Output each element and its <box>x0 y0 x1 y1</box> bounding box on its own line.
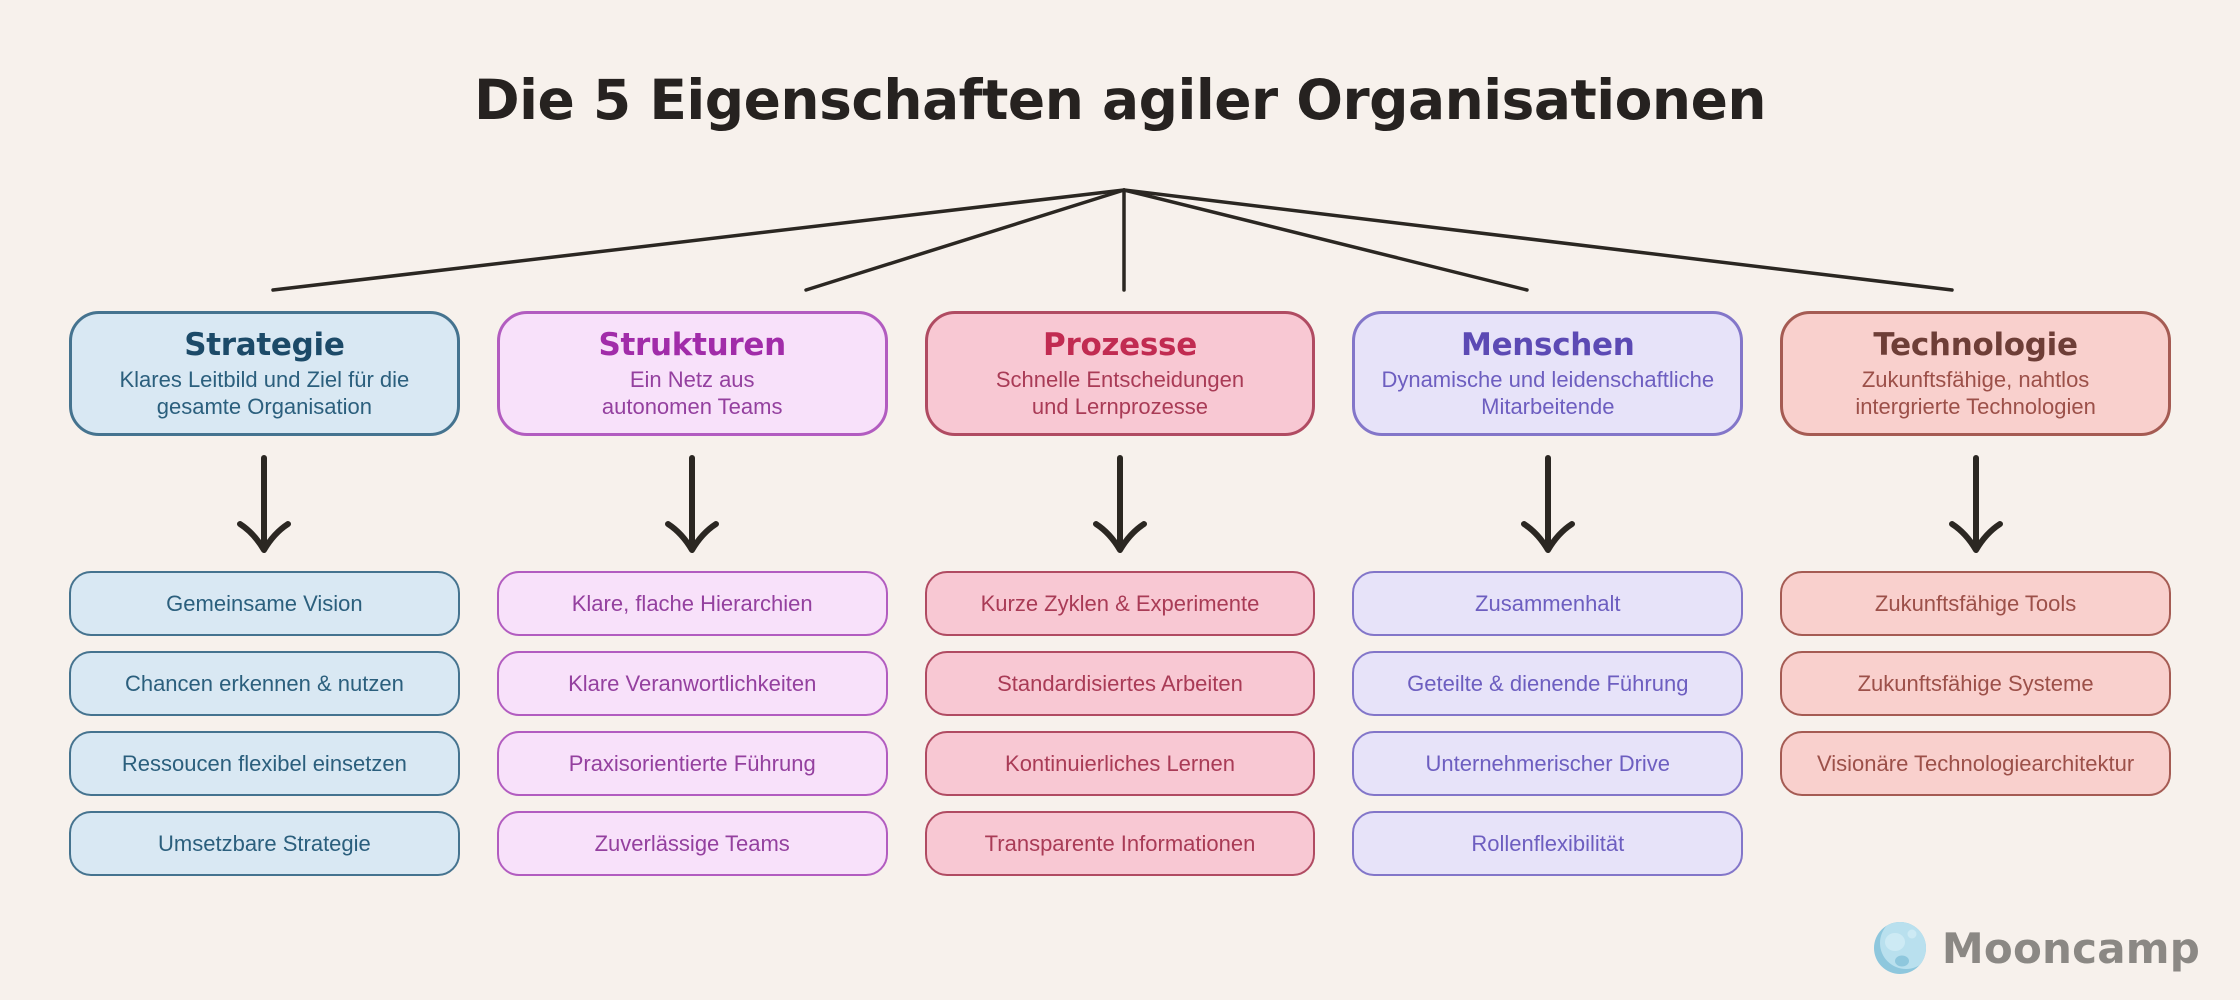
item-list: Zukunftsfähige Tools Zukunftsfähige Syst… <box>1780 571 2171 796</box>
down-arrow-icon <box>1092 455 1147 553</box>
item-box: Zukunftsfähige Systeme <box>1780 651 2171 716</box>
fan-connector-lines <box>271 188 1954 292</box>
item-box: Praxisorientierte Führung <box>496 731 888 796</box>
column-title: Strategie <box>184 326 345 363</box>
column-prozesse: Prozesse Schnelle Entscheidungen und Ler… <box>924 311 1316 876</box>
item-list: Kurze Zyklen & Experimente Standardisier… <box>924 571 1316 876</box>
item-box: Zukunftsfähige Tools <box>1780 571 2171 636</box>
column-strategie: Strategie Klares Leitbild und Ziel für d… <box>69 311 460 876</box>
page-title: Die 5 Eigenschaften agiler Organisatione… <box>473 68 1767 132</box>
column-description: Dynamische und leidenschaftliche Mitarbe… <box>1381 366 1715 419</box>
column-title: Strukturen <box>598 326 787 363</box>
column-description: Ein Netz aus autonomen Teams <box>601 366 783 419</box>
item-box: Zuverlässige Teams <box>496 811 888 876</box>
item-box: Visionäre Technologiearchitektur <box>1780 731 2171 796</box>
item-box: Unternehmerischer Drive <box>1352 731 1744 796</box>
column-header-box: Prozesse Schnelle Entscheidungen und Ler… <box>924 311 1316 436</box>
column-description: Schnelle Entscheidungen und Lernprozesse <box>995 366 1245 419</box>
column-technologie: Technologie Zukunftsfähige, nahtlos inte… <box>1780 311 2171 876</box>
item-box: Kurze Zyklen & Experimente <box>924 571 1316 636</box>
brand-logo: Mooncamp <box>1872 920 2200 976</box>
item-box: Standardisiertes Arbeiten <box>924 651 1316 716</box>
down-arrow-icon <box>665 455 720 553</box>
item-list: Klare, flache Hierarchien Klare Veranwor… <box>496 571 888 876</box>
column-header-box: Strategie Klares Leitbild und Ziel für d… <box>69 311 460 436</box>
item-box: Zusammenhalt <box>1352 571 1744 636</box>
item-box: Klare, flache Hierarchien <box>496 571 888 636</box>
item-box: Gemeinsame Vision <box>69 571 460 636</box>
column-header-box: Technologie Zukunftsfähige, nahtlos inte… <box>1780 311 2171 436</box>
column-title: Prozesse <box>1043 326 1197 363</box>
column-description: Klares Leitbild und Ziel für die gesamte… <box>119 366 410 419</box>
item-box: Kontinuierliches Lernen <box>924 731 1316 796</box>
item-box: Klare Veranwortlichkeiten <box>496 651 888 716</box>
column-strukturen: Strukturen Ein Netz aus autonomen Teams … <box>496 311 888 876</box>
item-box: Transparente Informationen <box>924 811 1316 876</box>
moon-icon <box>1873 922 1926 974</box>
column-title: Menschen <box>1461 326 1635 363</box>
down-arrow-icon <box>237 455 292 553</box>
column-header-box: Strukturen Ein Netz aus autonomen Teams <box>496 311 888 436</box>
item-box: Ressoucen flexibel einsetzen <box>69 731 460 796</box>
column-menschen: Menschen Dynamische und leidenschaftlich… <box>1352 311 1744 876</box>
column-description: Zukunftsfähige, nahtlos intergrierte Tec… <box>1855 366 2096 419</box>
down-arrow-icon <box>1948 455 2003 553</box>
brand-name: Mooncamp <box>1941 923 2200 973</box>
item-box: Geteilte & dienende Führung <box>1352 651 1744 716</box>
column-header-box: Menschen Dynamische und leidenschaftlich… <box>1352 311 1744 436</box>
item-box: Rollenflexibilität <box>1352 811 1744 876</box>
item-box: Umsetzbare Strategie <box>69 811 460 876</box>
item-list: Zusammenhalt Geteilte & dienende Führung… <box>1352 571 1744 876</box>
item-list: Gemeinsame Vision Chancen erkennen & nut… <box>69 571 460 876</box>
item-box: Chancen erkennen & nutzen <box>69 651 460 716</box>
down-arrow-icon <box>1520 455 1575 553</box>
columns-row: Strategie Klares Leitbild und Ziel für d… <box>69 311 2171 876</box>
column-title: Technologie <box>1873 326 2078 363</box>
